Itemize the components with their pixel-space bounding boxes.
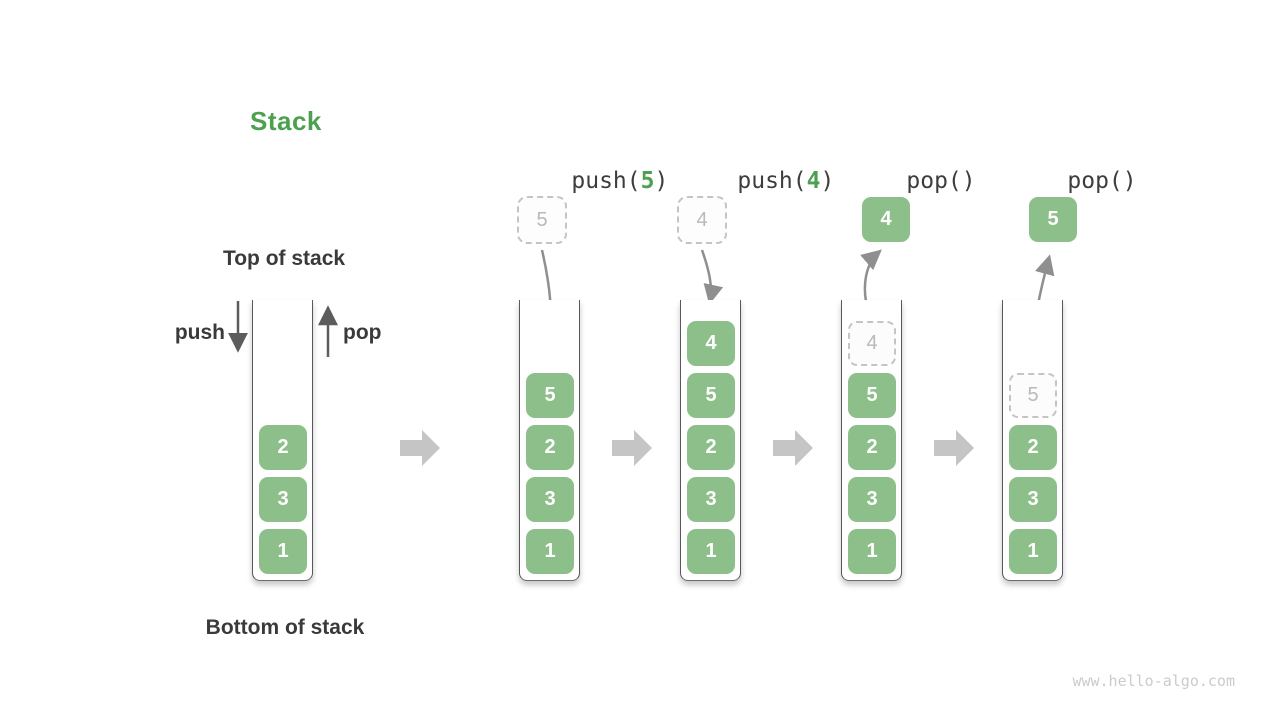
- incoming-item: 5: [517, 196, 567, 244]
- top-of-stack-label: Top of stack: [222, 247, 346, 270]
- stack-item: 3: [259, 477, 307, 522]
- bottom-of-stack-label: Bottom of stack: [205, 616, 365, 639]
- ghost-item: 5: [1009, 373, 1057, 418]
- stack-item: 3: [848, 477, 896, 522]
- stack-item: 3: [1009, 477, 1057, 522]
- stack-item: 1: [526, 529, 574, 574]
- operation-label: pop(): [851, 142, 976, 220]
- stack-item: 1: [1009, 529, 1057, 574]
- stack-item: 2: [1009, 425, 1057, 470]
- diagram-title: Stack: [250, 106, 322, 136]
- ghost-item: 4: [848, 321, 896, 366]
- stack-item: 1: [687, 529, 735, 574]
- stack-item: 4: [687, 321, 735, 366]
- operation-label: push(4): [682, 142, 834, 220]
- push-label: push: [174, 321, 225, 344]
- flow-arrow-icon: [612, 430, 652, 466]
- stack-item: 2: [848, 425, 896, 470]
- popped-item: 5: [1029, 197, 1077, 242]
- stack-item: 2: [259, 425, 307, 470]
- flow-arrow-icon: [400, 430, 440, 466]
- op-prefix: push(: [737, 168, 807, 194]
- pop-label: pop: [343, 321, 382, 344]
- watermark: www.hello-algo.com: [1072, 672, 1235, 690]
- operation-label: pop(): [1012, 142, 1137, 220]
- flow-arrow-icon: [773, 430, 813, 466]
- op-prefix: push(: [571, 168, 641, 194]
- op-argument: 4: [806, 168, 821, 194]
- op-argument: 5: [640, 168, 655, 194]
- push-4-curve-arrow-icon: [700, 249, 724, 305]
- operation-label: push(5): [516, 142, 668, 220]
- stack-item: 1: [259, 529, 307, 574]
- stack-item: 5: [526, 373, 574, 418]
- flow-arrow-icon: [934, 430, 974, 466]
- stack-item: 5: [848, 373, 896, 418]
- op-suffix: ): [820, 168, 835, 194]
- op-suffix: ): [654, 168, 669, 194]
- stack-item: 3: [687, 477, 735, 522]
- stack-item: 3: [526, 477, 574, 522]
- stack-item: 1: [848, 529, 896, 574]
- op-suffix: ): [961, 168, 976, 194]
- stack-item: 2: [526, 425, 574, 470]
- op-prefix: pop(: [906, 168, 962, 194]
- stack-item: 2: [687, 425, 735, 470]
- stack-item: 5: [687, 373, 735, 418]
- incoming-item: 4: [677, 196, 727, 244]
- op-prefix: pop(: [1067, 168, 1123, 194]
- popped-item: 4: [862, 197, 910, 242]
- op-suffix: ): [1122, 168, 1137, 194]
